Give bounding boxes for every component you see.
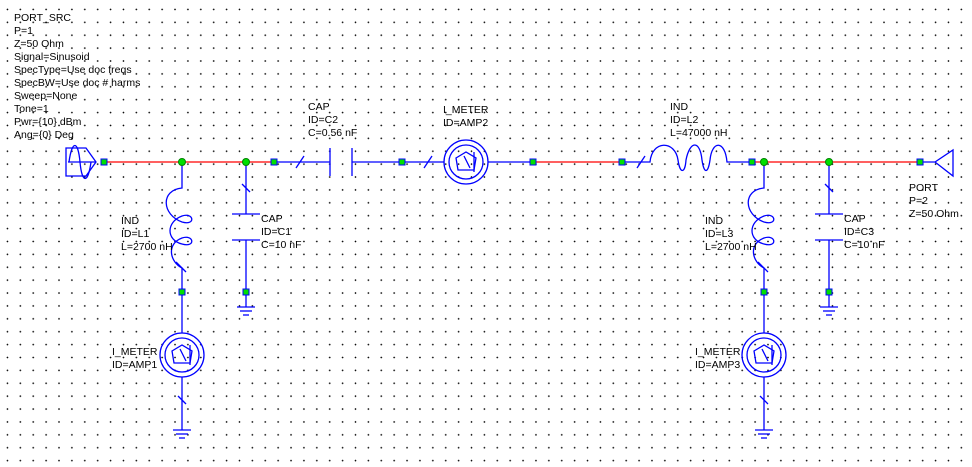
capacitor-c3[interactable] xyxy=(815,162,843,316)
port-2-symbol[interactable] xyxy=(916,148,954,178)
inductor-l1[interactable] xyxy=(165,162,193,296)
capacitor-c1[interactable] xyxy=(232,162,260,316)
capacitor-c2[interactable] xyxy=(270,148,406,176)
junction-nodes xyxy=(178,158,833,166)
inductor-l3[interactable] xyxy=(747,162,775,296)
current-meter-amp1[interactable] xyxy=(159,295,205,439)
inductor-l2[interactable] xyxy=(618,144,756,172)
port-source-symbol[interactable] xyxy=(65,144,108,180)
current-meter-amp2[interactable] xyxy=(405,139,537,185)
current-meter-amp3[interactable] xyxy=(741,295,787,439)
